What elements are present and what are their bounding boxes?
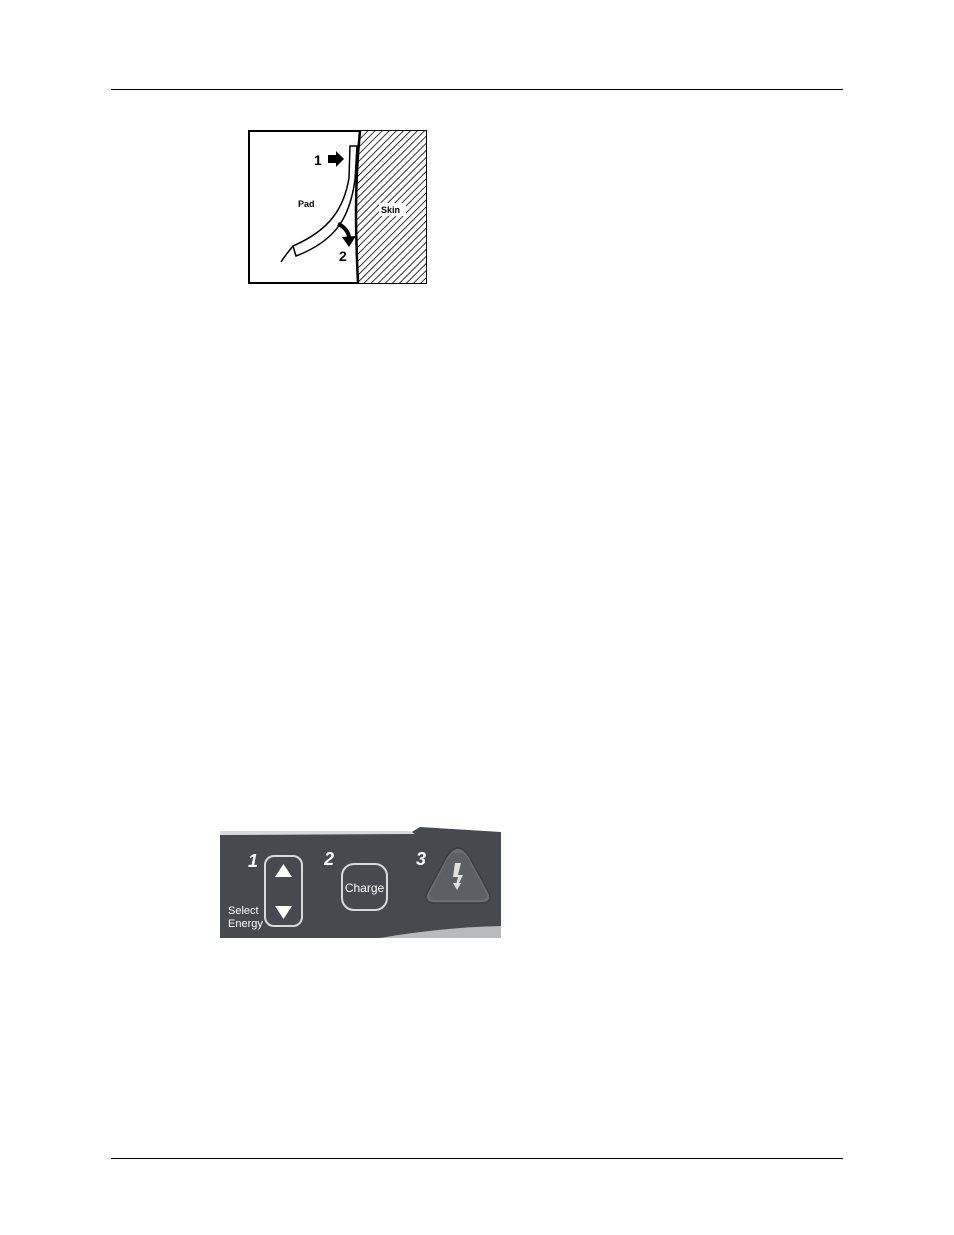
step1-label: 1 bbox=[314, 152, 322, 168]
skin-label: Skin bbox=[381, 205, 400, 215]
step2-label: 2 bbox=[339, 248, 347, 264]
pad-label: Pad bbox=[298, 199, 315, 209]
control-panel-figure: 1 2 3 Select Energy Charge bbox=[220, 823, 501, 938]
step3-number: 3 bbox=[416, 849, 426, 869]
control-panel-photo: 1 2 3 Select Energy Charge bbox=[220, 823, 501, 938]
charge-label: Charge bbox=[345, 881, 385, 895]
pad-application-diagram: 1 2 Pad Skin bbox=[248, 130, 428, 284]
pad-application-figure: 1 2 Pad Skin bbox=[248, 130, 428, 284]
select-energy-line2: Energy bbox=[228, 918, 263, 930]
select-energy-line1: Select bbox=[228, 905, 259, 917]
step1-number: 1 bbox=[248, 851, 258, 871]
step2-number: 2 bbox=[323, 849, 334, 869]
header-rule bbox=[111, 89, 843, 90]
footer-rule bbox=[111, 1158, 843, 1159]
